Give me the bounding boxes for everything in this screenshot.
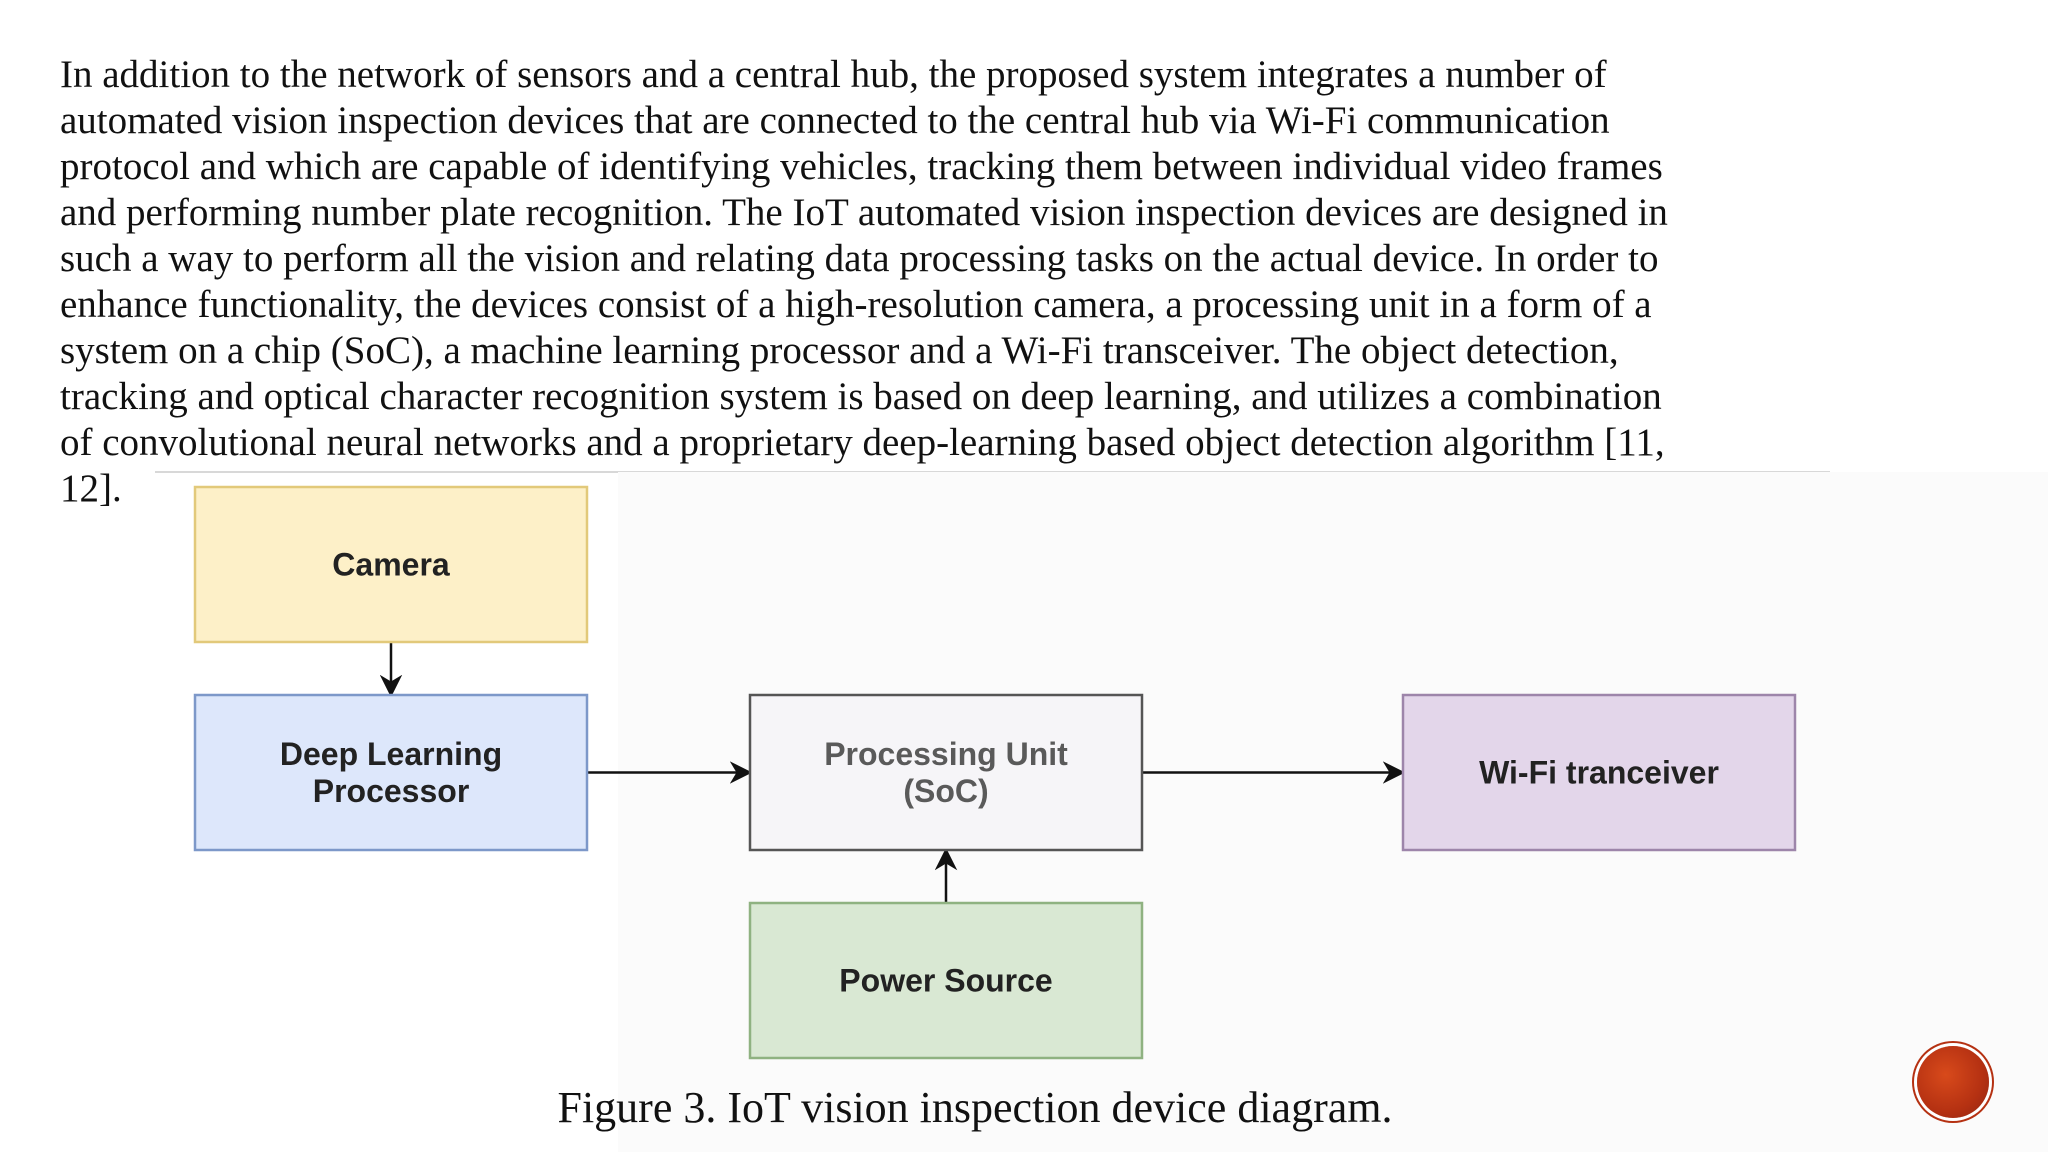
camera-block: Camera <box>193 485 589 644</box>
wifi-transceiver-block: Wi-Fi tranceiver <box>1401 693 1797 852</box>
slide-nav-button[interactable] <box>1917 1046 1989 1118</box>
node-label: Processor <box>313 773 470 809</box>
paragraph-line: automated vision inspection devices that… <box>60 99 1610 142</box>
paragraph-line: enhance functionality, the devices consi… <box>60 283 1652 326</box>
paragraph-line: 12]. <box>60 467 122 510</box>
paragraph-line: and performing number plate recognition.… <box>60 191 1668 234</box>
node-box <box>748 901 1144 1060</box>
node-label: Processing Unit <box>824 736 1068 772</box>
node-label: (SoC) <box>903 773 988 809</box>
node-box <box>193 485 589 644</box>
paragraph-line: system on a chip (SoC), a machine learni… <box>60 329 1619 372</box>
paragraph-line: protocol and which are capable of identi… <box>60 145 1663 188</box>
node-label: Wi-Fi tranceiver <box>1479 755 1719 791</box>
node-box <box>1401 693 1797 852</box>
node-label: Power Source <box>839 963 1052 999</box>
processing-unit-block: Processing Unit(SoC) <box>748 693 1144 852</box>
figure-caption: Figure 3. IoT vision inspection device d… <box>557 1083 1393 1132</box>
node-box <box>748 693 1144 852</box>
node-label: Deep Learning <box>280 736 502 772</box>
paragraph-line: In addition to the network of sensors an… <box>60 53 1607 96</box>
paragraph-line: tracking and optical character recogniti… <box>60 375 1662 418</box>
body-paragraph: In addition to the network of sensors an… <box>60 52 1960 512</box>
node-label: Camera <box>332 547 450 583</box>
paragraph-line: such a way to perform all the vision and… <box>60 237 1659 280</box>
power-source-block: Power Source <box>748 901 1144 1060</box>
diagram-edges <box>379 642 1406 903</box>
node-box <box>193 693 589 852</box>
paragraph-line: of convolutional neural networks and a p… <box>60 421 1665 464</box>
